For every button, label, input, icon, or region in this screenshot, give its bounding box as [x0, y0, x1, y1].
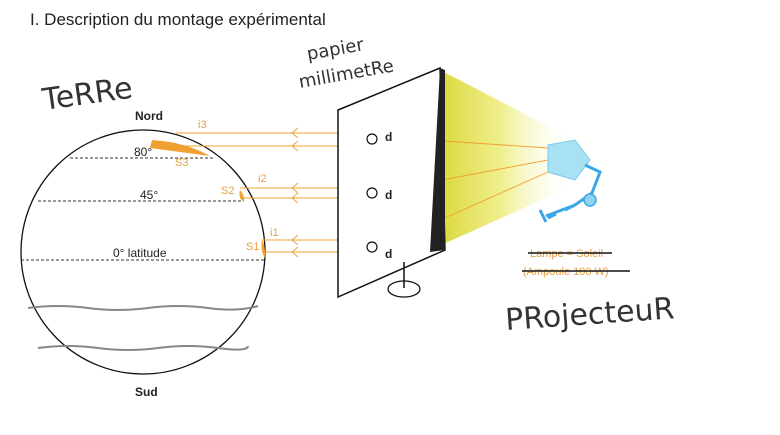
hole-top	[366, 133, 378, 145]
lamp-head	[547, 139, 591, 181]
handwritten-papier: papier	[305, 34, 366, 65]
label-d-middle: d	[385, 188, 392, 202]
label-s3: S3	[175, 157, 188, 169]
lamp-base	[547, 212, 557, 220]
screen-edge	[430, 68, 445, 252]
surface-s1	[261, 240, 266, 258]
light-cone	[430, 70, 575, 250]
section-title: I. Description du montage expérimental	[30, 10, 326, 29]
wavy-line-1	[27, 305, 259, 311]
lamp-label-2: (Ampoule 100 W)	[523, 266, 609, 278]
surface-s2	[239, 190, 245, 202]
millimeter-paper-screen	[337, 66, 446, 299]
label-south: Sud	[135, 385, 158, 399]
label-north: Nord	[135, 109, 163, 123]
label-lat-0: 0° latitude	[113, 246, 167, 260]
lamp-base-bar	[538, 209, 548, 223]
lamp-joint	[583, 193, 597, 207]
handwritten-terre: TeRRe	[39, 71, 134, 118]
hole-middle	[366, 187, 378, 199]
label-lat-80: 80°	[134, 145, 152, 159]
label-s1: S1	[246, 241, 259, 253]
label-i2: i2	[258, 173, 267, 185]
label-s2: S2	[221, 185, 234, 197]
handwritten-projecteur: PRojecteuR	[504, 291, 675, 338]
label-d-bottom: d	[385, 247, 392, 261]
label-i3: i3	[198, 119, 207, 131]
lamp-label-1: Lampe = Soleil	[530, 248, 603, 260]
label-d-top: d	[385, 130, 392, 144]
surface-s3	[150, 140, 210, 156]
wavy-line-2	[37, 345, 249, 351]
hole-bottom	[366, 241, 378, 253]
label-lat-45: 45°	[140, 188, 158, 202]
screen-base	[387, 280, 421, 298]
lamp-base-link	[545, 203, 576, 218]
label-i1: i1	[270, 227, 279, 239]
